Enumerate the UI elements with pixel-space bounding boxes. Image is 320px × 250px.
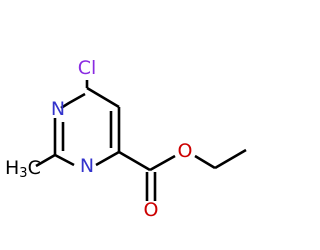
carbonyl-oxygen-label: O (144, 199, 159, 221)
bond-c5-c6 (86, 86, 120, 109)
chlorine-atom-label: Cl (78, 57, 97, 79)
bond-c2-n3 (54, 153, 75, 167)
methyl-label: H3C (5, 157, 41, 181)
bond-carbonyl-ester-oxygen (149, 154, 176, 172)
pyrimidine-ring (53, 86, 121, 167)
bond-c4-carbonyl (118, 150, 151, 172)
bond-c6-n1 (60, 92, 86, 110)
ester-oxygen-label: O (178, 140, 193, 162)
bond-ethyl (214, 148, 247, 170)
nitrogen-atom-label-bottom: N (80, 155, 94, 177)
molecule-structure: Cl N N O O H3C (5, 57, 247, 221)
bond-c2-methyl (35, 153, 56, 168)
bond-ester-oxygen-ch2 (194, 154, 216, 170)
nitrogen-atom-label-top: N (51, 98, 65, 120)
bond-n3-c4 (95, 150, 120, 167)
structure-canvas: Cl N N O O H3C (5, 57, 247, 221)
